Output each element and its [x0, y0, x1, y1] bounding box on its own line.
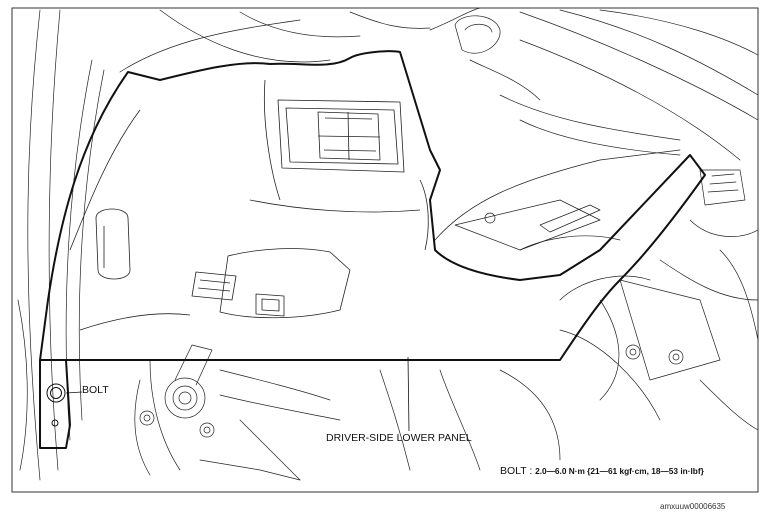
panel-leader-line: [407, 356, 410, 432]
torque-spec-label: BOLT :: [500, 465, 533, 477]
panel-detail-linework: [69, 79, 429, 331]
bolt: [46, 383, 66, 427]
torque-spec: BOLT : 2.0—6.0 N·m {21—61 kgf·cm, 18—53 …: [500, 466, 704, 477]
torque-spec-value: 2.0—6.0 N·m {21—61 kgf·cm, 18—53 in·lbf}: [535, 466, 704, 476]
figure-id: amxuuw00006635: [660, 502, 726, 511]
background-dashboard-linework: [17, 7, 759, 481]
callout-leaders: [65, 356, 410, 432]
column-joint: [164, 377, 206, 419]
panel-callout-label: DRIVER-SIDE LOWER PANEL: [326, 432, 472, 444]
bolt-leader-line: [65, 391, 83, 394]
bolt-callout-label: BOLT: [82, 384, 109, 396]
driver-side-lower-panel: [39, 50, 706, 449]
figure-frame: [11, 7, 759, 493]
